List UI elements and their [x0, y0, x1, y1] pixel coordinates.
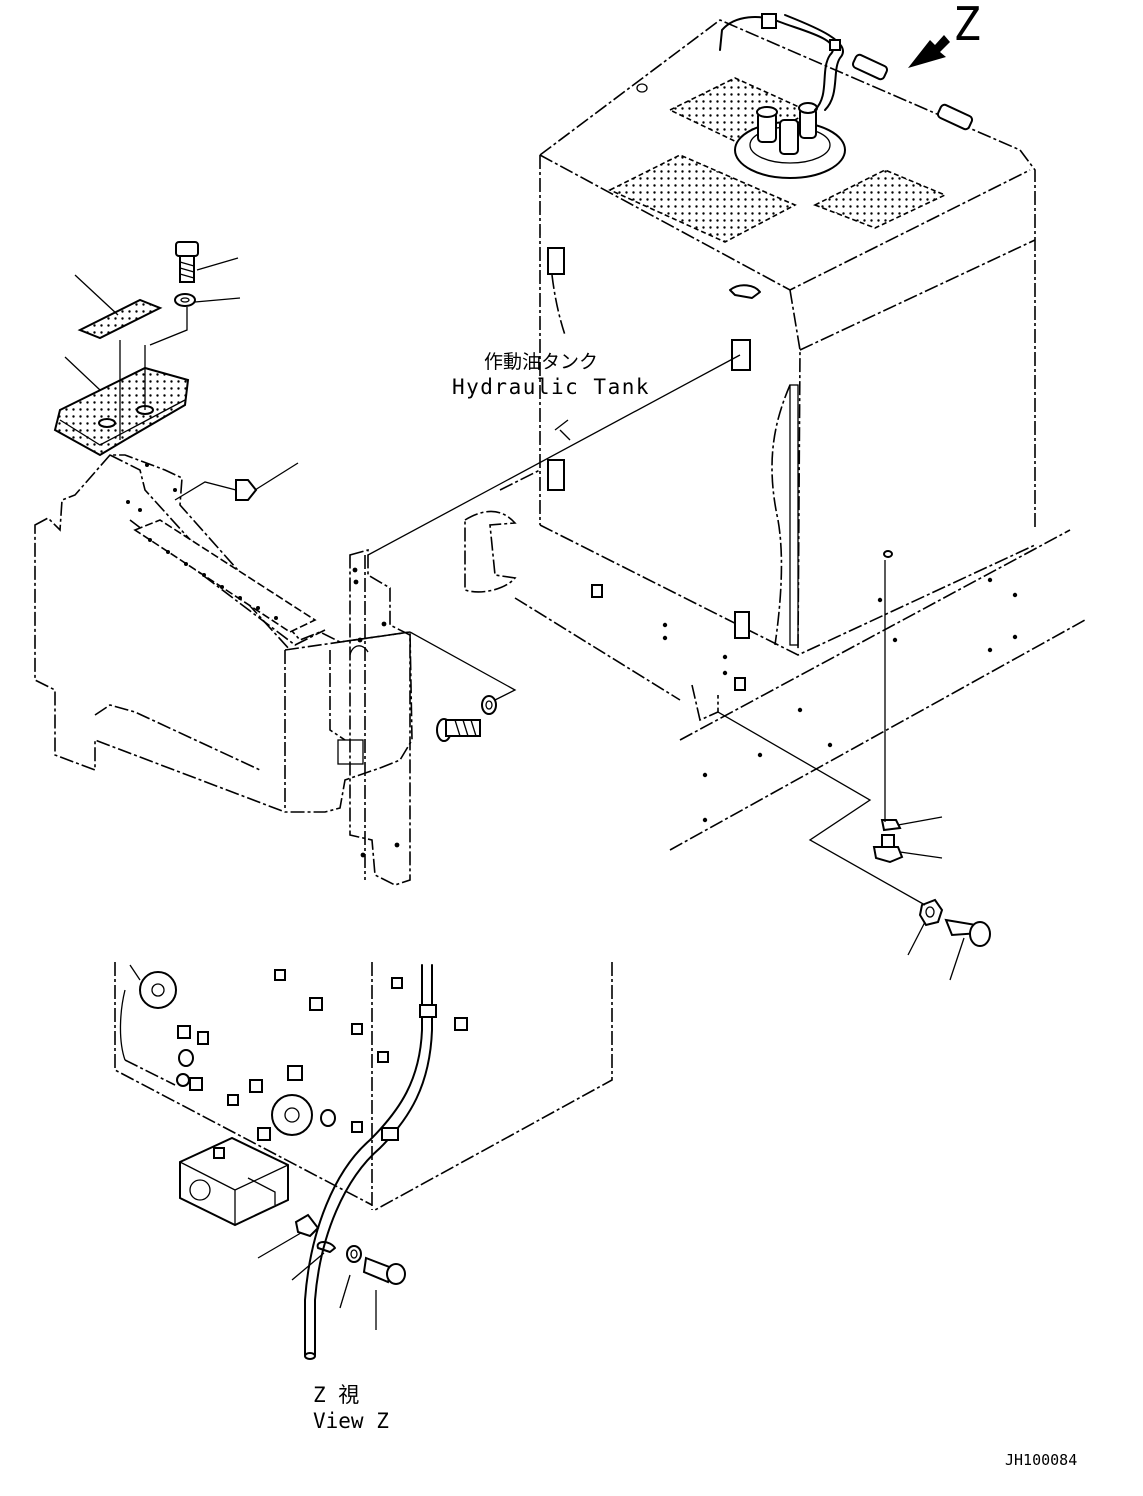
view-label-en: View Z [313, 1409, 389, 1433]
tank-label-en: Hydraulic Tank [452, 375, 650, 399]
hydraulic-tank [539, 13, 1036, 656]
z-arrow-label: Z [953, 0, 981, 51]
view-z-detail [114, 962, 613, 1360]
view-z-arrow: Z [908, 0, 981, 68]
bolt-top [149, 241, 199, 346]
mount-bracket [337, 548, 411, 886]
drawing-id: JH100084 [1005, 1451, 1077, 1469]
frame-rails [464, 469, 1086, 851]
fasteners-right [872, 550, 991, 947]
tank-label-jp: 作動油タンク [484, 351, 598, 373]
plug [174, 479, 258, 501]
bolt-middle [409, 631, 517, 742]
step-cover [34, 454, 413, 813]
leader-lines [64, 257, 965, 1330]
step-plates [53, 298, 190, 457]
view-label-jp: Z 視 [313, 1383, 359, 1407]
